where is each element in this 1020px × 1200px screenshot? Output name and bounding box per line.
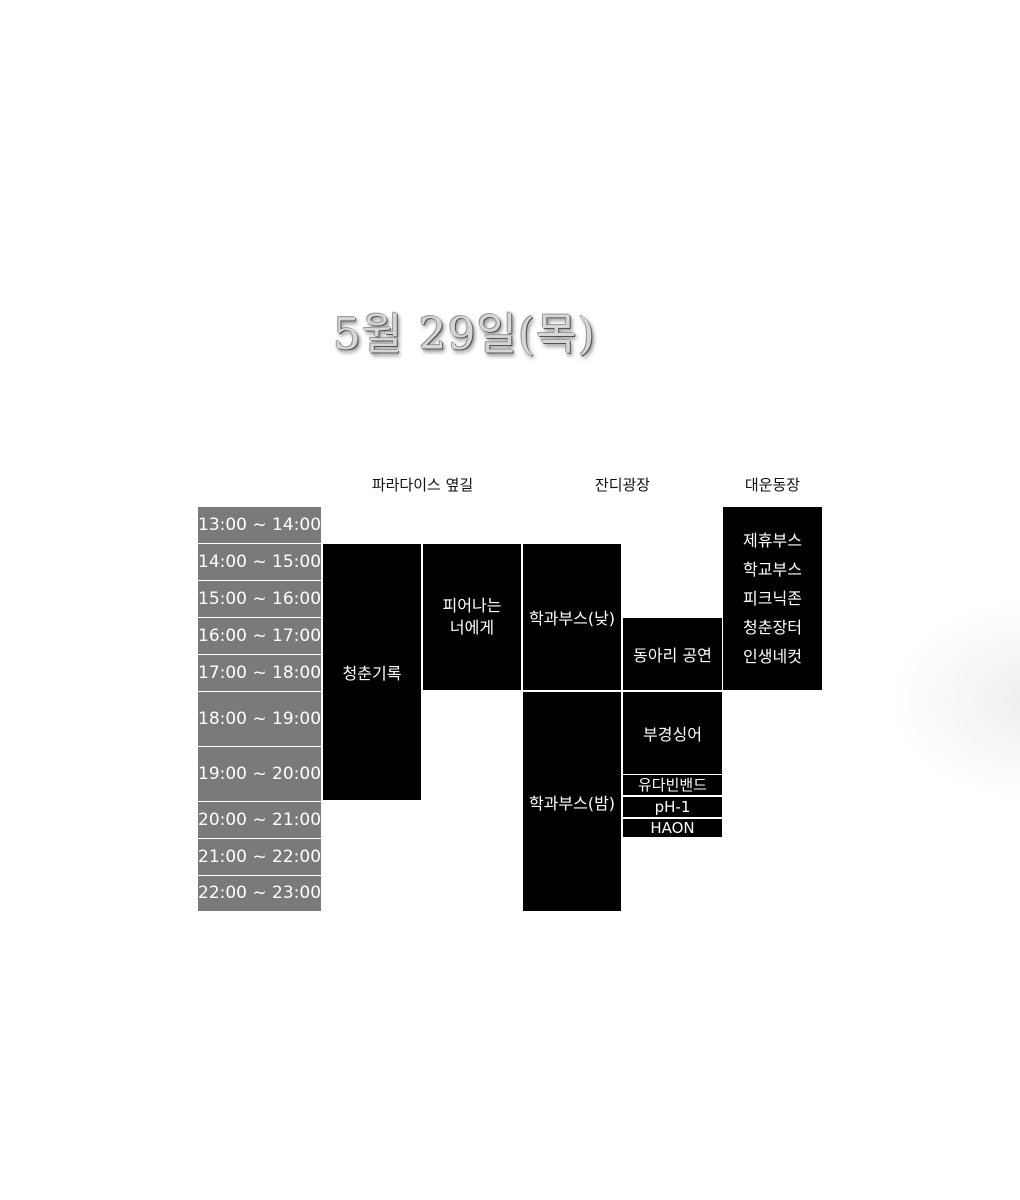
event-label: 학과부스(낮) [528, 609, 616, 628]
event-label: 부경싱어 [643, 725, 702, 744]
booth-label: 청춘장터 [743, 618, 802, 637]
event-label: 학과부스(밤) [528, 793, 616, 813]
event-label: 청춘기록 [342, 664, 402, 683]
time-slot: 19:00 ~ 20:00 [198, 747, 321, 802]
booth-label: 피크닉존 [743, 589, 802, 608]
booth-label: 인생네컷 [743, 647, 802, 666]
time-slot: 20:00 ~ 21:00 [198, 802, 321, 839]
event-block-youth-record: 청춘기록 [323, 544, 421, 800]
time-slot: 22:00 ~ 23:00 [198, 876, 321, 911]
time-slot: 13:00 ~ 14:00 [198, 507, 321, 544]
time-slot: 14:00 ~ 15:00 [198, 544, 321, 581]
time-slot: 17:00 ~ 18:00 [198, 655, 321, 692]
page-title: 5월 29일(목) [333, 309, 596, 360]
event-label: 동아리 공연 [633, 646, 712, 665]
event-label-line2: 너에게 [449, 618, 495, 637]
venue-header-lawn: 잔디광장 [594, 476, 651, 494]
booth-label: 제휴부스 [743, 531, 802, 550]
event-block-dept-day: 학과부스(낮) [523, 544, 621, 690]
event-block-club-show: 동아리 공연 [623, 618, 722, 690]
event-block-band-3: HAON [623, 819, 722, 837]
event-block-band-1: 유다빈밴드 [623, 775, 722, 795]
venue-header-field: 대운동장 [744, 476, 801, 494]
time-slot: 18:00 ~ 19:00 [198, 692, 321, 747]
time-slot: 16:00 ~ 17:00 [198, 618, 321, 655]
venue-header-paradise: 파라다이스 옆길 [371, 476, 474, 494]
event-block-busan-singer: 부경싱어 [623, 692, 722, 774]
booth-label: 학교부스 [743, 560, 802, 579]
event-block-dept-night: 학과부스(밤) [523, 692, 621, 911]
event-block-field-booths: 제휴부스 학교부스 피크닉존 청춘장터 인생네컷 [723, 507, 822, 690]
time-slot: 15:00 ~ 16:00 [198, 581, 321, 618]
time-slot: 21:00 ~ 22:00 [198, 839, 321, 876]
event-block-band-2: pH-1 [623, 797, 722, 817]
event-block-bloom: 피어나는 너에게 [423, 544, 521, 690]
event-label-line1: 피어나는 [442, 596, 502, 615]
